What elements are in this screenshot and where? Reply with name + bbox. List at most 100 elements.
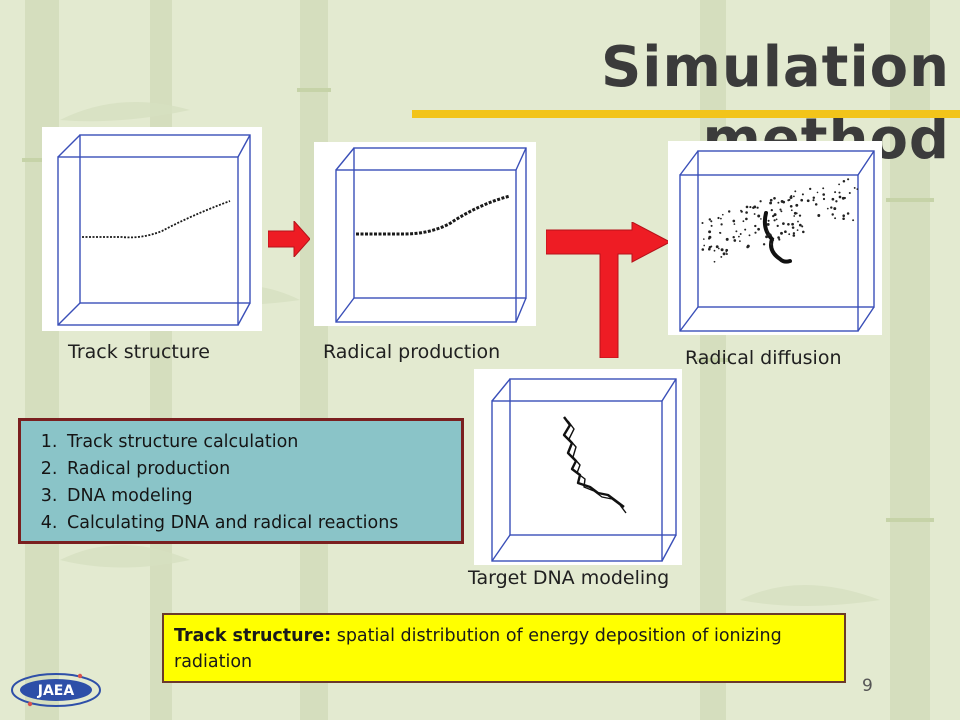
radical-dot <box>715 245 719 249</box>
radical-dot <box>772 214 775 217</box>
radical-dot <box>795 203 799 207</box>
radical-dot <box>756 206 759 209</box>
radical-dot <box>776 224 779 228</box>
track-structure-cube <box>57 134 251 326</box>
radical-dot <box>787 223 790 226</box>
radical-dot <box>791 222 794 226</box>
radical-dot <box>782 222 785 225</box>
radical-dot <box>717 247 720 250</box>
radical-dot <box>720 217 722 220</box>
radical-dot <box>856 188 859 190</box>
radical-dot <box>738 235 740 238</box>
radical-dot <box>708 247 711 251</box>
radical-dot <box>754 205 756 208</box>
radical-dot <box>791 226 795 229</box>
radical-dot <box>801 225 804 228</box>
radical-dot <box>777 236 780 239</box>
radical-dot <box>732 235 735 239</box>
radical-dot <box>733 239 737 242</box>
radical-diffusion-caption: Radical diffusion <box>685 347 842 369</box>
track-structure-caption: Track structure <box>68 341 210 363</box>
list-item: Calculating DNA and radical reactions <box>63 510 461 537</box>
radical-dot <box>770 234 772 237</box>
radical-dot <box>796 229 799 231</box>
radical-dot <box>830 206 833 209</box>
radical-dot <box>770 208 773 212</box>
target-dna-cube <box>491 378 677 562</box>
radical-dot <box>701 248 705 251</box>
radical-dot <box>780 210 783 213</box>
radical-dot <box>798 223 802 227</box>
radical-dot <box>720 255 723 258</box>
radical-dot <box>748 234 751 237</box>
radical-dot <box>727 210 731 213</box>
track-structure-panel <box>42 127 262 331</box>
radical-dot <box>790 194 793 198</box>
radical-dot <box>717 216 720 220</box>
radical-dot <box>842 180 846 183</box>
radical-dot <box>713 260 716 263</box>
radical-dot <box>745 217 748 221</box>
radical-dot <box>841 196 845 200</box>
radical-dot <box>721 213 724 216</box>
radical-dot <box>762 243 766 246</box>
radical-dot <box>754 231 757 234</box>
list-item: Track structure calculation <box>63 429 461 456</box>
radical-dot <box>838 183 841 186</box>
title-underline <box>412 110 960 118</box>
radical-dot <box>772 239 775 242</box>
radical-dot <box>703 244 706 247</box>
radical-dot <box>797 220 799 223</box>
target-dna-caption: Target DNA modeling <box>468 567 670 589</box>
radical-dot <box>757 214 761 218</box>
radical-dot <box>707 237 711 240</box>
radical-dot <box>742 220 745 223</box>
radical-dot <box>733 223 736 225</box>
radical-dot <box>759 200 762 203</box>
radical-dot <box>853 186 856 189</box>
radical-dot <box>822 197 826 201</box>
radical-dot <box>848 191 851 195</box>
radical-dot <box>826 207 829 210</box>
radical-dot <box>806 199 810 203</box>
radical-dot <box>766 222 770 226</box>
radical-dot <box>814 203 818 206</box>
radical-dot <box>710 224 713 227</box>
radical-dot <box>754 224 757 227</box>
definition-term: Track structure: <box>174 626 332 646</box>
radical-dot <box>744 228 747 231</box>
radical-dot <box>789 204 793 208</box>
radical-dot <box>708 218 712 221</box>
radical-dot <box>800 198 804 202</box>
radical-dot <box>835 200 838 203</box>
radical-dot <box>713 249 716 252</box>
radical-dot <box>708 230 712 234</box>
radical-dot <box>753 213 756 215</box>
radical-dot <box>757 227 760 231</box>
radical-dot <box>767 233 770 236</box>
radical-dot <box>838 195 842 199</box>
radical-dot <box>749 206 752 209</box>
radical-dot <box>778 238 781 241</box>
radical-dot <box>775 218 778 221</box>
radical-dot <box>834 217 837 220</box>
radical-dot <box>833 207 837 211</box>
radical-dot <box>794 190 797 193</box>
radical-dot <box>788 198 791 201</box>
radical-dot <box>769 201 773 205</box>
radical-dot <box>780 231 783 235</box>
radical-dot <box>769 198 773 202</box>
radical-dot <box>722 252 726 256</box>
radical-dot <box>777 201 780 204</box>
radical-dot <box>773 219 776 222</box>
radical-dot <box>701 221 704 225</box>
radical-dot <box>725 253 728 255</box>
radical-dot <box>788 233 791 236</box>
radical-dot <box>801 193 804 196</box>
radical-dot <box>735 230 738 233</box>
radical-dot <box>703 238 705 240</box>
steps-box: Track structure calculation Radical prod… <box>18 418 464 544</box>
radical-dot <box>710 220 713 223</box>
page-number: 9 <box>862 676 873 696</box>
